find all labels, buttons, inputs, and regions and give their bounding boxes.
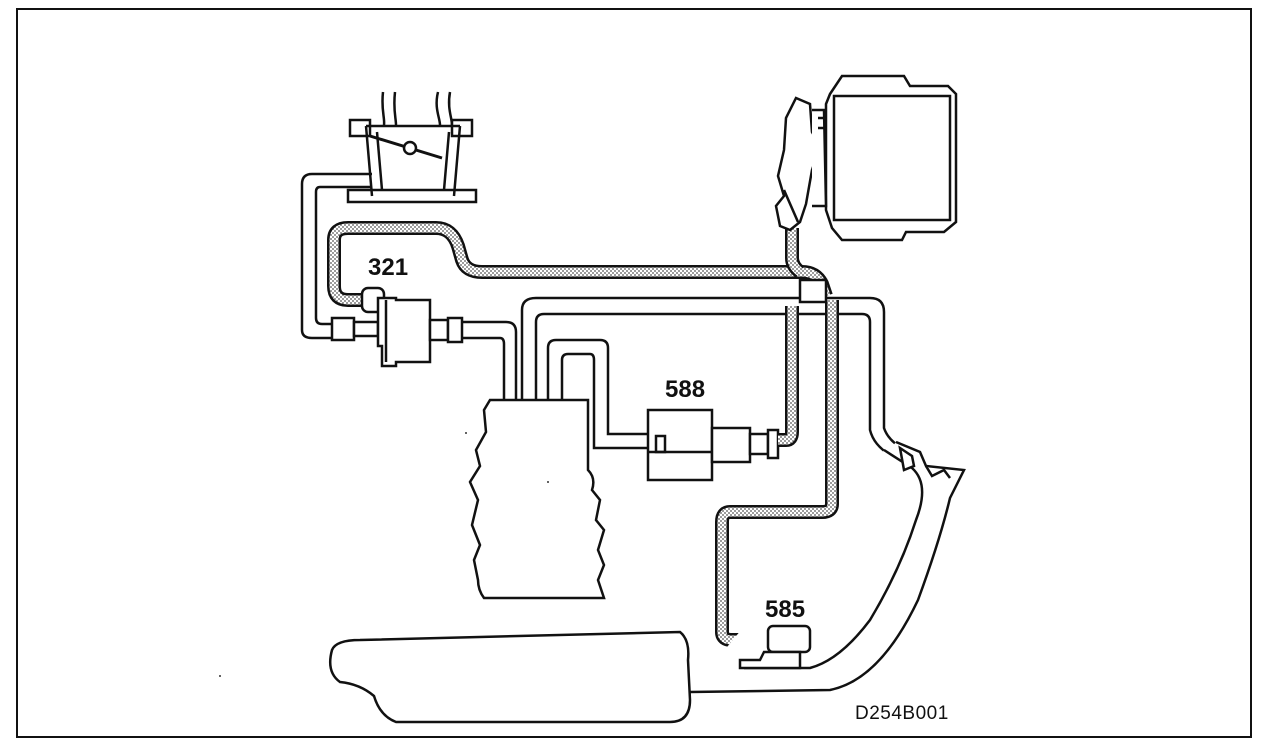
charcoal-canister (774, 74, 958, 242)
figure-code: D254B001 (855, 703, 949, 724)
hose-main-loop (520, 296, 903, 458)
hose-junction (798, 278, 828, 304)
hatched-hose-canister (785, 228, 805, 278)
hose-to-588 (546, 338, 648, 450)
label-588: 588 (665, 376, 706, 403)
hose-321-to-tank (462, 320, 518, 400)
fuel-tank (329, 630, 692, 724)
fuel-pump-body (468, 398, 606, 600)
label-585: 585 (765, 596, 806, 623)
filler-neck (689, 440, 966, 694)
hatched-hose-588 (778, 306, 799, 447)
hose-throttle-to-321 (300, 172, 372, 340)
label-321: 321 (368, 254, 409, 281)
component-588 (646, 408, 780, 482)
diagram-frame (16, 8, 1252, 738)
component-585 (738, 624, 812, 670)
valve-321 (330, 286, 464, 368)
throttle-body (346, 91, 478, 204)
hatched-hose-top (327, 221, 833, 307)
hatched-hose-585 (715, 300, 839, 647)
scan-specks (219, 432, 549, 677)
